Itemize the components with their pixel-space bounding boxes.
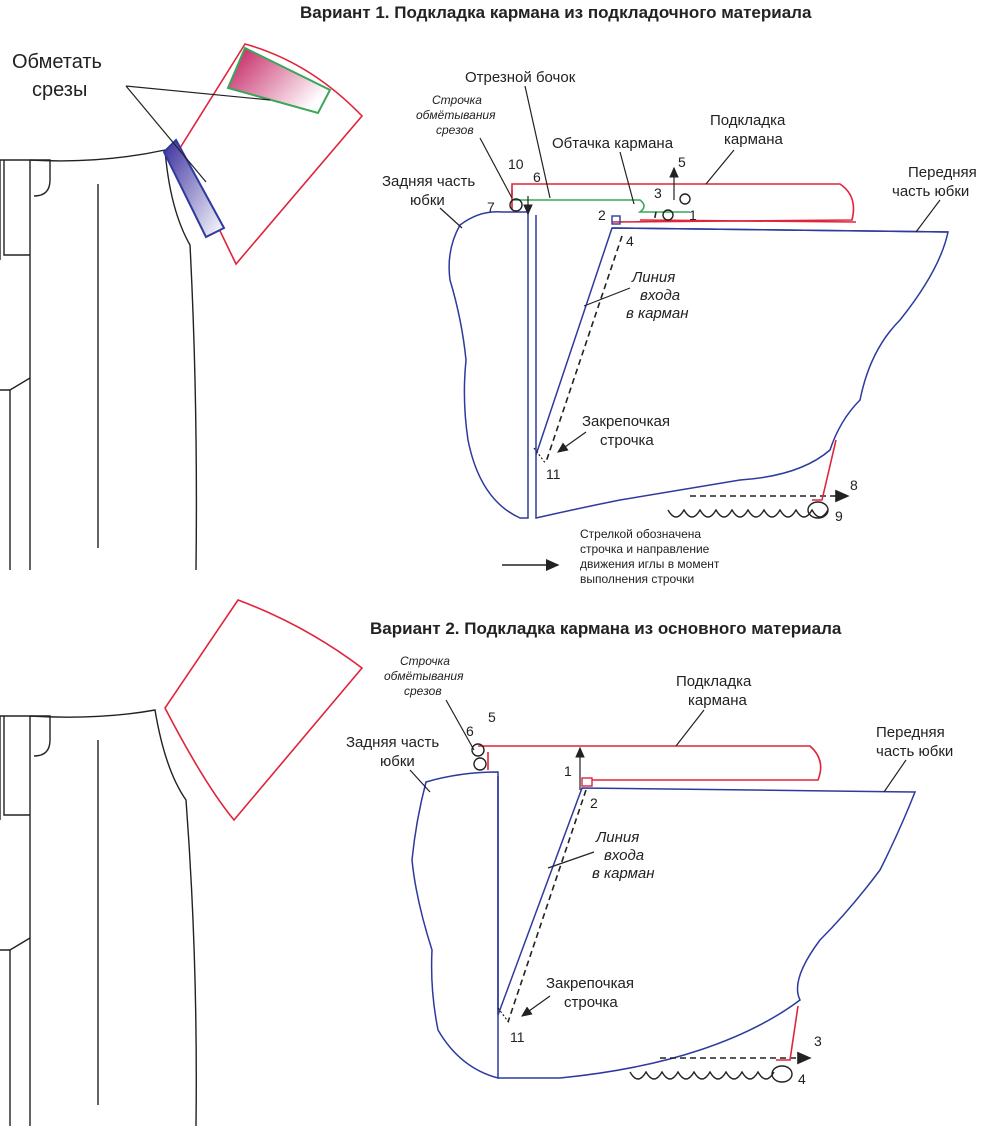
v2-label-bartack-2: строчка (564, 994, 618, 1011)
legend-line2: строчка и направление (580, 542, 710, 556)
legend-line1: Стрелкой обозначена (580, 527, 701, 541)
v1-label-back-1: Задняя часть (382, 173, 475, 190)
v1-num-1: 1 (689, 207, 697, 223)
v2-label-back-1: Задняя часть (346, 734, 439, 751)
v1-overcast-note-line2: срезы (32, 79, 87, 101)
v2-label-entry-2: входа (604, 847, 644, 864)
variant1-title: Вариант 1. Подкладка кармана из подкладо… (300, 3, 812, 22)
v1-num-5: 5 (678, 154, 686, 170)
v2-skirt-pattern-left (0, 709, 197, 1127)
v2-skirt-assembly (411, 743, 917, 1083)
v2-label-front-1: Передняя (876, 724, 945, 741)
v1-label-entry-3: в карман (626, 305, 688, 322)
v1-leader-lining (705, 149, 735, 185)
legend-line4: выполнения строчки (580, 572, 694, 586)
v1-leader-back (439, 207, 463, 229)
v2-label-front-2: часть юбки (876, 743, 953, 760)
v2-leader-overcast (445, 699, 475, 751)
v1-num-4: 4 (626, 233, 634, 249)
v1-num-3: 3 (654, 185, 662, 201)
v1-leader-bartack (557, 431, 587, 453)
v2-leader-back (409, 769, 431, 793)
v2-label-bartack-1: Закрепочкая (546, 975, 634, 992)
v1-num-8: 8 (850, 477, 858, 493)
v1-leader-pocket-facing (619, 151, 635, 205)
v1-num-7: 7 (487, 199, 495, 215)
legend-line3: движения иглы в момент (580, 557, 720, 571)
v2-num-4: 4 (798, 1071, 806, 1087)
v2-leader-bartack (521, 995, 551, 1017)
variant2-title: Вариант 2. Подкладка кармана из основног… (370, 619, 842, 638)
v1-label-side-panel: Отрезной бочок (465, 69, 576, 86)
v1-label-overcast-1: Строчка (432, 93, 482, 107)
v1-label-back-2: юбки (410, 192, 445, 209)
v1-label-lining-1: Подкладка (710, 112, 786, 129)
v2-label-overcast-2: обмётывания (384, 669, 464, 683)
v2-leader-entry (547, 851, 595, 869)
v2-label-entry-3: в карман (592, 865, 654, 882)
v1-label-overcast-3: срезов (436, 123, 474, 137)
v1-label-bartack-2: строчка (600, 432, 654, 449)
v2-label-lining-2: кармана (688, 692, 748, 709)
v2-num-5: 5 (488, 709, 496, 725)
v1-skirt-assembly (448, 166, 949, 519)
v1-overcast-leader-bottom (125, 85, 207, 183)
v1-num-9: 9 (835, 508, 843, 524)
v1-label-entry-2: входа (640, 287, 680, 304)
v2-num-1: 1 (564, 763, 572, 779)
v1-side-panel (162, 43, 364, 266)
v2-num-3: 3 (814, 1033, 822, 1049)
v1-label-front-1: Передняя (908, 164, 977, 181)
v1-overcast-note-line1: Обметать (12, 51, 102, 73)
v2-label-overcast-3: срезов (404, 684, 442, 698)
v1-label-front-2: часть юбки (892, 183, 969, 200)
v2-num-6: 6 (466, 723, 474, 739)
v2-label-overcast-1: Строчка (400, 654, 450, 668)
v2-label-back-2: юбки (380, 753, 415, 770)
v1-overcast-leader-top (125, 85, 271, 101)
v1-leader-front (915, 199, 941, 233)
v2-leader-front (883, 759, 907, 793)
v1-num-11: 11 (546, 466, 561, 482)
v2-num-11: 11 (510, 1029, 525, 1045)
v1-leader-side-panel (524, 85, 551, 199)
v1-num-10: 10 (508, 156, 524, 172)
v1-label-overcast-2: обмётывания (416, 108, 496, 122)
v1-leader-overcast (479, 137, 513, 199)
v1-label-entry-1: Линия (631, 269, 675, 286)
v1-leader-entry (583, 287, 631, 307)
v1-label-lining-2: кармана (724, 131, 784, 148)
v1-skirt-pattern-left (0, 149, 198, 571)
v1-num-6: 6 (533, 169, 541, 185)
v2-leader-lining (675, 709, 705, 747)
v2-num-2: 2 (590, 795, 598, 811)
v2-side-panel (164, 599, 364, 822)
v2-label-lining-1: Подкладка (676, 673, 752, 690)
v1-num-2: 2 (598, 207, 606, 223)
v1-label-bartack-1: Закрепочкая (582, 413, 670, 430)
v2-label-entry-1: Линия (595, 829, 639, 846)
v1-label-pocket-facing: Обтачка кармана (552, 135, 674, 152)
